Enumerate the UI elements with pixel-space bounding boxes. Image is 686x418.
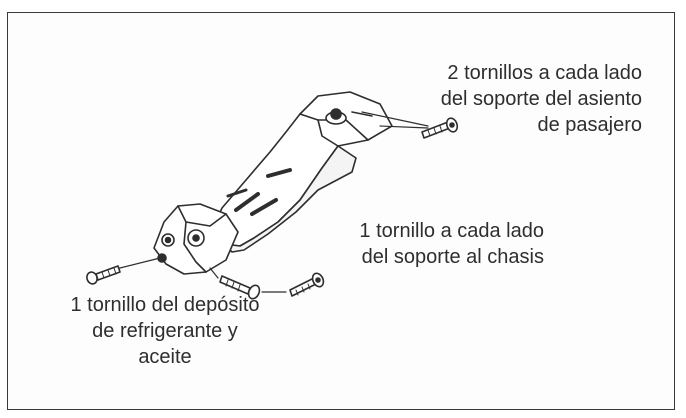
leader-line-seat <box>379 125 429 129</box>
bolt-chassis-left <box>209 267 261 300</box>
bolt-seat-support <box>421 117 459 139</box>
label-line: del soporte del asiento <box>440 88 642 110</box>
label-line: 2 tornillos a cada lado <box>447 62 642 84</box>
label-line: 1 tornillo del depósito <box>70 294 260 316</box>
label-line: 1 tornillo a cada lado <box>359 220 544 242</box>
bolt-reservoir <box>86 257 161 285</box>
label-line: de pasajero <box>537 114 642 136</box>
label-line: de refrigerante y <box>92 320 238 342</box>
label-line: del soporte al chasis <box>361 246 544 268</box>
label-chassis-bolts: 1 tornillo a cada lado del soporte al ch… <box>310 218 544 270</box>
label-line: aceite <box>138 346 192 368</box>
seat-bracket <box>213 91 393 253</box>
label-seat-support-bolts: 2 tornillos a cada lado del soporte del … <box>402 60 642 138</box>
bolt-chassis-right <box>261 272 325 297</box>
figure-frame <box>7 12 675 410</box>
label-reservoir-bolt: 1 tornillo del depósito de refrigerante … <box>40 292 290 370</box>
lower-mount-block <box>153 203 239 275</box>
